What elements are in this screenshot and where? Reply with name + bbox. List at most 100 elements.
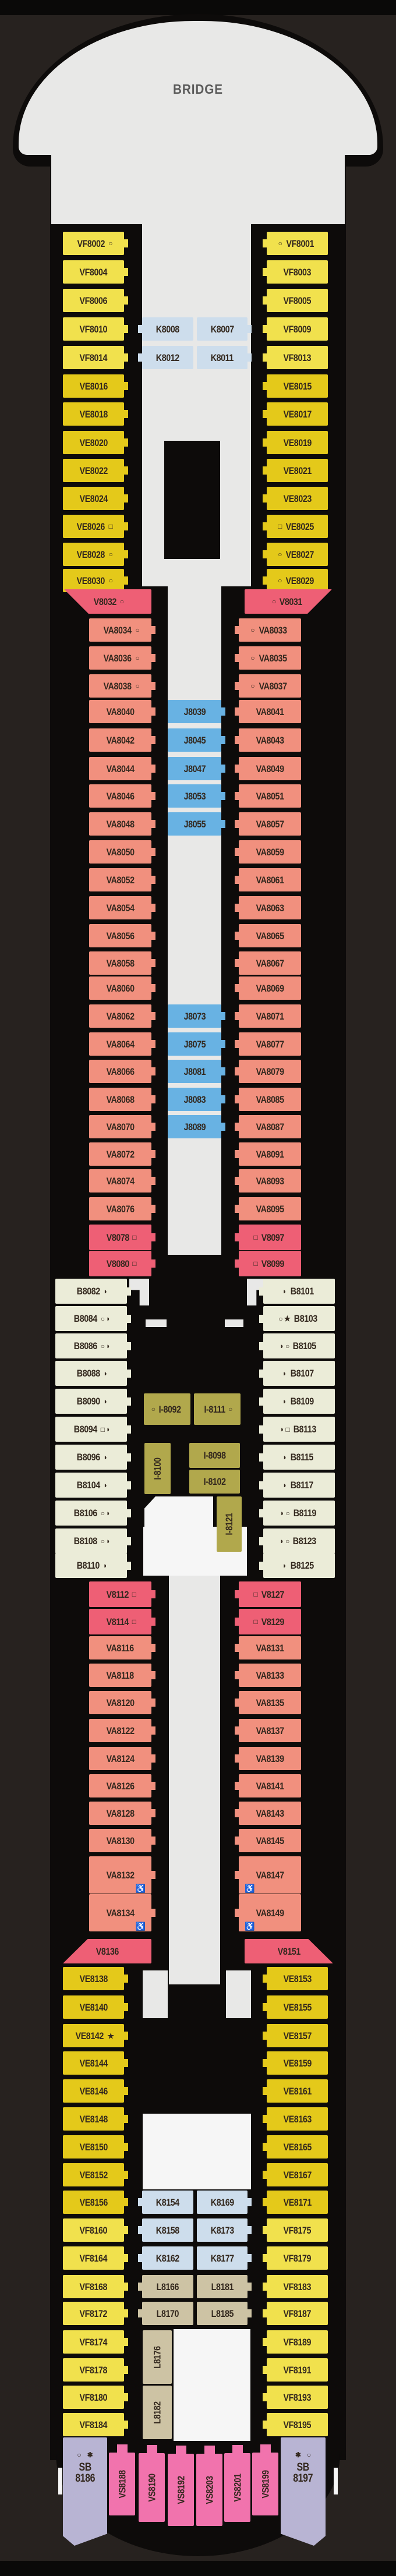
cabin-VA8062[interactable]: VA8062: [89, 1004, 155, 1028]
cabin-VA8043[interactable]: VA8043: [235, 728, 301, 752]
cabin-VA8087[interactable]: VA8087: [235, 1115, 301, 1138]
cabin-VF8002[interactable]: VF8002○: [63, 232, 128, 255]
cabin-B8113[interactable]: ◗□B8113: [259, 1417, 335, 1442]
cabin-VA8064[interactable]: VA8064: [89, 1032, 155, 1056]
cabin-VA8139[interactable]: VA8139: [235, 1747, 301, 1770]
cabin-VS8203[interactable]: VS8203: [196, 2446, 222, 2526]
cabin-J8053[interactable]: J8053: [168, 784, 225, 808]
cabin-VA8057[interactable]: VA8057: [235, 812, 301, 836]
cabin-SB8197[interactable]: ✱○SB 8197: [281, 2437, 326, 2546]
cabin-VA8131[interactable]: VA8131: [235, 1636, 301, 1659]
cabin-VF8005[interactable]: VF8005: [263, 289, 328, 312]
cabin-VE8165[interactable]: VE8165: [263, 2135, 328, 2159]
cabin-K8177[interactable]: K8177: [197, 2246, 252, 2270]
cabin-VF8003[interactable]: VF8003: [263, 260, 328, 284]
cabin-VA8135[interactable]: VA8135: [235, 1691, 301, 1714]
cabin-L8170[interactable]: L8170: [138, 2302, 193, 2325]
cabin-B8115[interactable]: ◗B8115: [259, 1445, 335, 1470]
cabin-VE8150[interactable]: VE8150: [63, 2135, 128, 2159]
cabin-VA8065[interactable]: VA8065: [235, 924, 301, 947]
cabin-B8082[interactable]: B8082◗: [55, 1279, 131, 1304]
cabin-VA8069[interactable]: VA8069: [235, 976, 301, 1000]
cabin-VA8061[interactable]: VA8061: [235, 868, 301, 891]
cabin-VE8140[interactable]: VE8140: [63, 1995, 128, 2019]
cabin-VA8048[interactable]: VA8048: [89, 812, 155, 836]
cabin-VA8033[interactable]: ○VA8033: [235, 618, 301, 642]
cabin-VA8058[interactable]: VA8058: [89, 951, 155, 975]
cabin-V8129[interactable]: □V8129: [235, 1609, 301, 1634]
cabin-B8125[interactable]: ◗B8125: [259, 1553, 335, 1578]
cabin-J8083[interactable]: J8083: [168, 1088, 225, 1111]
cabin-VA8040[interactable]: VA8040: [89, 700, 155, 723]
cabin-VF8180[interactable]: VF8180: [63, 2386, 128, 2409]
cabin-VF8172[interactable]: VF8172: [63, 2302, 128, 2325]
cabin-VA8049[interactable]: VA8049: [235, 757, 301, 780]
cabin-VA8076[interactable]: VA8076: [89, 1197, 155, 1220]
cabin-VE8030[interactable]: VE8030○: [63, 569, 128, 592]
cabin-VA8066[interactable]: VA8066: [89, 1060, 155, 1083]
cabin-L8166[interactable]: L8166: [138, 2275, 193, 2298]
cabin-VA8134[interactable]: VA8134♿: [89, 1894, 155, 1931]
cabin-V8136[interactable]: V8136: [63, 1939, 151, 1963]
cabin-VE8161[interactable]: VE8161: [263, 2079, 328, 2103]
cabin-I-8111[interactable]: I-8111○: [194, 1393, 241, 1425]
cabin-VE8156[interactable]: VE8156: [63, 2191, 128, 2214]
cabin-SB8186[interactable]: ○✱SB 8186: [63, 2437, 107, 2546]
cabin-V8112[interactable]: V8112□: [89, 1581, 155, 1607]
cabin-K8173[interactable]: K8173: [197, 2218, 252, 2242]
cabin-VA8079[interactable]: VA8079: [235, 1060, 301, 1083]
cabin-VA8116[interactable]: VA8116: [89, 1636, 155, 1659]
cabin-VF8168[interactable]: VF8168: [63, 2275, 128, 2298]
cabin-VA8122[interactable]: VA8122: [89, 1719, 155, 1742]
cabin-L8181[interactable]: L8181: [197, 2275, 252, 2298]
cabin-B8103[interactable]: ○★B8103: [259, 1306, 335, 1331]
cabin-VA8060[interactable]: VA8060: [89, 976, 155, 1000]
cabin-VF8014[interactable]: VF8014: [63, 346, 128, 369]
cabin-VE8153[interactable]: VE8153: [263, 1967, 328, 1990]
cabin-VA8085[interactable]: VA8085: [235, 1088, 301, 1111]
cabin-VE8023[interactable]: VE8023: [263, 487, 328, 510]
cabin-VA8044[interactable]: VA8044: [89, 757, 155, 780]
cabin-B8108[interactable]: B8108○◗: [55, 1528, 131, 1554]
cabin-VA8130[interactable]: VA8130: [89, 1829, 155, 1852]
cabin-B8106[interactable]: B8106○◗: [55, 1501, 131, 1526]
cabin-VS8201[interactable]: VS8201: [224, 2445, 250, 2522]
cabin-VF8006[interactable]: VF8006: [63, 289, 128, 312]
cabin-V8097[interactable]: □V8097: [235, 1225, 301, 1250]
cabin-VF8187[interactable]: VF8187: [263, 2302, 328, 2325]
cabin-VA8137[interactable]: VA8137: [235, 1719, 301, 1742]
cabin-K8008[interactable]: K8008: [138, 317, 193, 341]
cabin-VA8091[interactable]: VA8091: [235, 1142, 301, 1166]
cabin-K8012[interactable]: K8012: [138, 346, 193, 369]
cabin-VA8050[interactable]: VA8050: [89, 840, 155, 864]
cabin-J8089[interactable]: J8089: [168, 1115, 225, 1138]
cabin-VF8179[interactable]: VF8179: [263, 2246, 328, 2270]
cabin-VA8063[interactable]: VA8063: [235, 896, 301, 919]
cabin-I-8121[interactable]: I-8121: [217, 1496, 242, 1552]
cabin-V8078[interactable]: V8078□: [89, 1225, 155, 1250]
cabin-VA8059[interactable]: VA8059: [235, 840, 301, 864]
cabin-VA8149[interactable]: VA8149♿: [235, 1894, 301, 1931]
cabin-B8110[interactable]: B8110◗: [55, 1553, 131, 1578]
cabin-VE8021[interactable]: VE8021: [263, 459, 328, 482]
cabin-VF8160[interactable]: VF8160: [63, 2218, 128, 2242]
cabin-VE8020[interactable]: VE8020: [63, 431, 128, 454]
cabin-VE8157[interactable]: VE8157: [263, 2024, 328, 2047]
cabin-L8185[interactable]: L8185: [197, 2302, 252, 2325]
cabin-VA8034[interactable]: VA8034○: [89, 618, 155, 642]
cabin-VE8138[interactable]: VE8138: [63, 1967, 128, 1990]
cabin-VA8072[interactable]: VA8072: [89, 1142, 155, 1166]
cabin-B8094[interactable]: B8094□◗: [55, 1417, 131, 1442]
cabin-VE8024[interactable]: VE8024: [63, 487, 128, 510]
cabin-J8039[interactable]: J8039: [168, 700, 225, 723]
cabin-VE8025[interactable]: □VE8025: [263, 515, 328, 538]
cabin-VE8027[interactable]: ○VE8027: [263, 543, 328, 566]
cabin-K8154[interactable]: K8154: [138, 2191, 193, 2214]
cabin-K8169[interactable]: K8169: [197, 2191, 252, 2214]
cabin-V8127[interactable]: □V8127: [235, 1581, 301, 1607]
cabin-VE8163[interactable]: VE8163: [263, 2107, 328, 2131]
cabin-VF8013[interactable]: VF8013: [263, 346, 328, 369]
cabin-VE8015[interactable]: VE8015: [263, 374, 328, 398]
cabin-B8117[interactable]: ◗B8117: [259, 1473, 335, 1498]
cabin-VA8095[interactable]: VA8095: [235, 1197, 301, 1220]
